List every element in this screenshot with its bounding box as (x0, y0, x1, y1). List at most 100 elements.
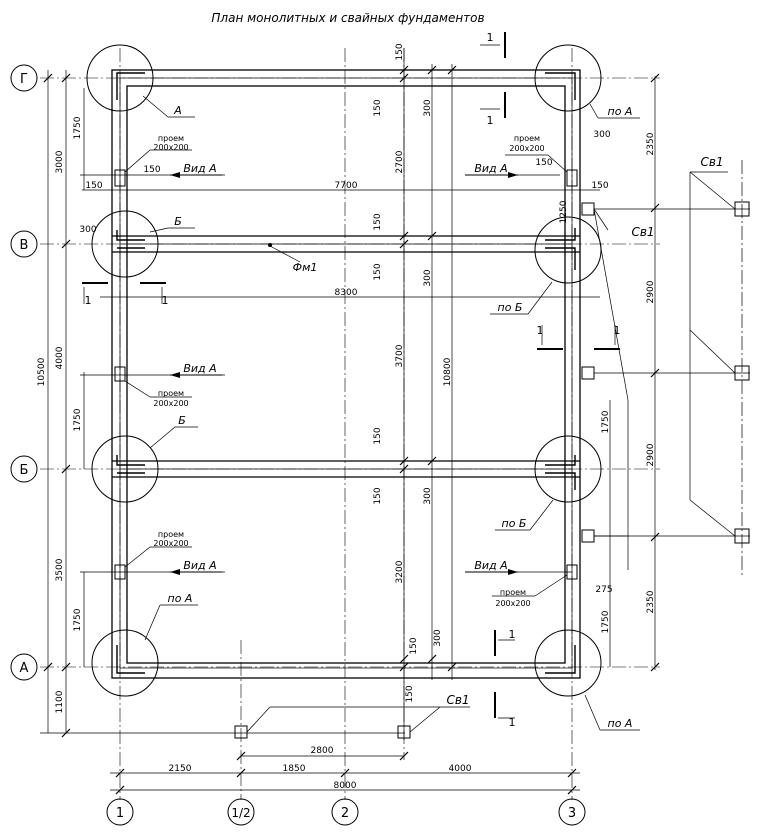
axis-label-1-2: 1/2 (231, 806, 250, 820)
rebar-marks (116, 72, 576, 674)
label-po-b-upper: по Б (498, 301, 523, 314)
label-b-upper: Б (174, 215, 182, 228)
opening-size-2: 200х200 (153, 399, 188, 408)
dim-pile-spacing: 2800 (311, 746, 334, 756)
sv1-detail: Св1 (689, 155, 750, 578)
dim-col-overall: 8000 (334, 781, 357, 791)
dim-right-4: 2350 (646, 590, 656, 613)
openings (114, 149, 578, 597)
view-a-label-2: Вид А (183, 362, 216, 375)
label-sv1-detail: Св1 (700, 155, 723, 169)
axis-label-g: Г (20, 72, 28, 87)
sect-1-f: 1 (614, 324, 621, 337)
dim-1750-mid: 1750 (73, 408, 83, 431)
dim-8300: 8300 (335, 288, 358, 298)
axis-label-1: 1 (116, 806, 124, 821)
dim-300-v: 300 (423, 269, 433, 286)
axis-label-a: А (20, 661, 29, 676)
dim-150-c: 150 (535, 158, 552, 168)
dim-300-g: 300 (423, 99, 433, 116)
dim-275: 275 (595, 585, 612, 595)
dim-right-1: 2350 (646, 132, 656, 155)
leaders (142, 95, 640, 731)
label-po-a-bottom: по А (608, 717, 633, 730)
sect-1-g: 1 (509, 628, 516, 641)
sect-1-a: 1 (487, 31, 494, 44)
dim-1250: 1250 (559, 200, 569, 223)
dim-1750-right-a: 1750 (601, 410, 611, 433)
pile-circles (86, 44, 602, 697)
dim-7700: 7700 (335, 181, 358, 191)
opening-label-5: проем (500, 588, 526, 597)
dim-right-3: 2900 (646, 443, 656, 466)
opening-size-4: 200х200 (509, 144, 544, 153)
axis-label-v: В (20, 238, 29, 253)
axis-label-b: Б (20, 463, 29, 478)
col-axis-bubbles: 1 1/2 2 3 (106, 798, 586, 826)
section-marks (82, 32, 620, 719)
dim-1750-low: 1750 (73, 608, 83, 631)
fm1-dot (268, 243, 272, 247)
label-po-a-left: по А (168, 592, 193, 605)
label-fm1: Фм1 (293, 261, 318, 274)
sect-1-d: 1 (162, 294, 169, 307)
view-a-label-3: Вид А (183, 559, 216, 572)
sect-1-e: 1 (537, 324, 544, 337)
dim-150-v1: 150 (373, 213, 383, 230)
opening-label-2: проем (158, 389, 184, 398)
left-dimensions (40, 70, 405, 738)
label-b-lower: Б (178, 414, 186, 427)
view-arrows (170, 172, 518, 575)
axis-label-2: 2 (341, 806, 349, 821)
dim-300-b: 300 (423, 487, 433, 504)
label-sv1-right: Св1 (631, 225, 654, 239)
dim-150-b1: 150 (373, 427, 383, 444)
sect-1-c: 1 (85, 294, 92, 307)
dim-col-2: 1850 (283, 764, 306, 774)
dim-150-b: 150 (143, 165, 160, 175)
mid-vertical-dims (399, 48, 457, 740)
drawing-title: План монолитных и свайных фундаментов (211, 11, 484, 25)
bottom-dimensions (110, 751, 580, 795)
label-po-a-top: по А (608, 105, 633, 118)
sect-1-b: 1 (487, 114, 494, 127)
dim-150-a1: 150 (409, 637, 419, 654)
opening-label-4: проем (514, 134, 540, 143)
dim-150-a2: 150 (405, 685, 415, 702)
dim-10800: 10800 (443, 357, 453, 386)
axis-label-3: 3 (568, 806, 576, 821)
opening-size-5: 200х200 (495, 599, 530, 608)
dim-150-top: 150 (395, 43, 405, 60)
dim-300-left: 300 (79, 225, 96, 235)
sect-1-h: 1 (509, 716, 516, 729)
dim-row-4: 1100 (55, 690, 65, 713)
opening-size-1: 200х200 (153, 143, 188, 152)
grid-axes (40, 48, 660, 800)
dim-right-2: 2900 (646, 280, 656, 303)
dim-300-right: 300 (593, 130, 610, 140)
dim-3200: 3200 (395, 560, 405, 583)
label-a-top: А (173, 104, 182, 117)
dim-col-3: 4000 (449, 764, 472, 774)
dim-150-b2: 150 (373, 487, 383, 504)
dim-1750-top: 1750 (73, 116, 83, 139)
sv1-piles-bottom (234, 706, 470, 739)
inner-horizontal-dims (80, 174, 600, 573)
view-a-label-4: Вид А (474, 162, 507, 175)
opening-size-3: 200х200 (153, 539, 188, 548)
dim-300-a: 300 (433, 629, 443, 646)
dim-row-2: 4000 (55, 346, 65, 369)
dim-150-v2: 150 (373, 263, 383, 280)
dim-row-1: 3000 (55, 150, 65, 173)
sv1-piles-right (581, 202, 750, 570)
foundation-walls (111, 69, 581, 679)
dim-col-1: 2150 (169, 764, 192, 774)
dim-150-g: 150 (373, 99, 383, 116)
view-a-label-5: Вид А (474, 559, 507, 572)
dim-150-a: 150 (85, 181, 102, 191)
dim-row-3: 3500 (55, 558, 65, 581)
right-dimensions (609, 73, 660, 672)
opening-label-3: проем (158, 530, 184, 539)
